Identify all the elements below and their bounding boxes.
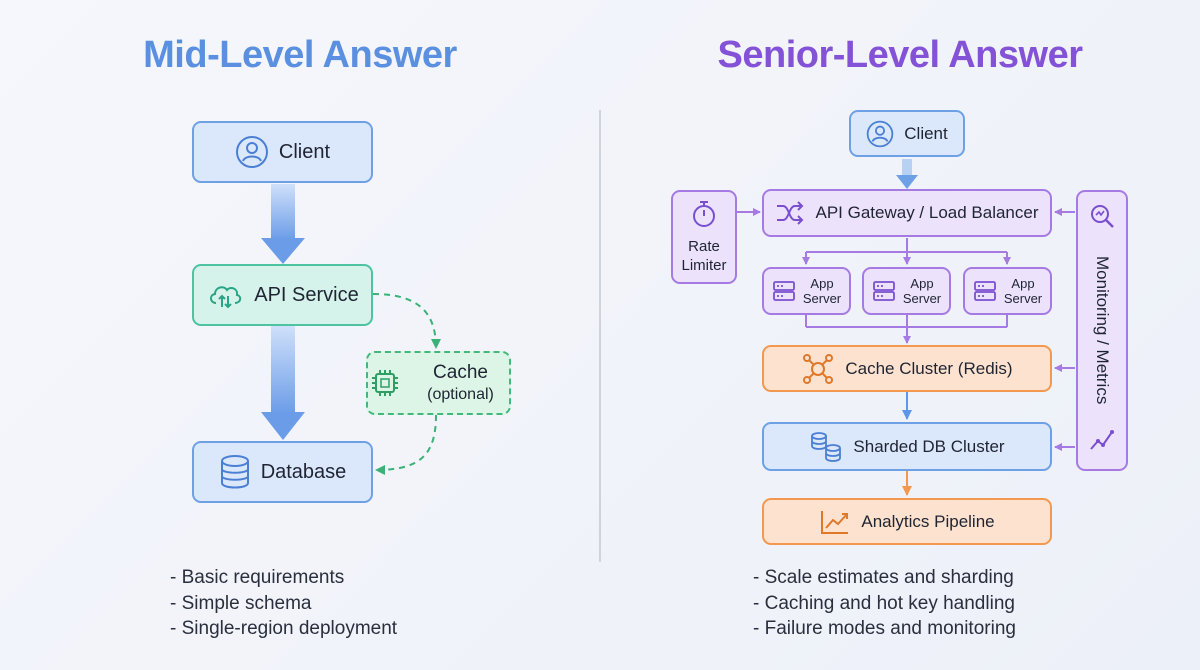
cache-optional-node: Cache (optional)	[366, 351, 511, 415]
database-icon	[219, 454, 251, 490]
rate-limiter-label-1: Rate	[688, 237, 720, 255]
api-service-label: API Service	[254, 283, 359, 306]
arrow-client-to-api	[261, 184, 305, 264]
arrow-client-to-gateway	[896, 159, 918, 189]
mid-client-label: Client	[278, 140, 331, 163]
cache-optional-note: (optional)	[427, 386, 494, 403]
cluster-icon	[801, 352, 835, 386]
app-server-node: App Server	[762, 267, 851, 315]
fanout-gateway-to-app-servers	[802, 238, 1011, 265]
sharded-db-label: Sharded DB Cluster	[853, 436, 1005, 456]
chip-icon	[368, 366, 402, 400]
cache-cluster-label: Cache Cluster (Redis)	[845, 358, 1013, 378]
cache-label: Cache	[433, 362, 488, 383]
column-divider	[599, 110, 601, 562]
api-gateway-node: API Gateway / Load Balancer	[762, 189, 1052, 237]
user-icon	[235, 135, 269, 169]
mid-bullets: - Basic requirements - Simple schema - S…	[170, 565, 397, 642]
list-item: - Scale estimates and sharding	[753, 567, 1014, 588]
list-item: - Single-region deployment	[170, 618, 398, 639]
app-server-node: App Server	[862, 267, 951, 315]
line-chart-icon	[1088, 426, 1116, 459]
analytics-pipeline-node: Analytics Pipeline	[762, 498, 1052, 545]
list-item: - Caching and hot key handling	[753, 592, 1015, 614]
app-server-label-1: App	[810, 276, 834, 291]
cache-cluster-node: Cache Cluster (Redis)	[762, 345, 1052, 392]
sharded-database-icon	[809, 431, 843, 463]
arrow-api-to-database	[261, 326, 305, 440]
mid-level-title: Mid-Level Answer	[143, 34, 457, 76]
server-icon	[872, 279, 896, 303]
stopwatch-icon	[691, 200, 717, 233]
monitoring-metrics-label: Monitoring / Metrics	[1093, 256, 1112, 405]
analytics-pipeline-label: Analytics Pipeline	[861, 511, 995, 531]
magnifier-chart-icon	[1088, 202, 1116, 235]
database-node: Database	[192, 441, 373, 503]
server-icon	[772, 279, 796, 303]
senior-level-title: Senior-Level Answer	[717, 34, 1084, 76]
user-icon	[866, 120, 894, 148]
senior-client-node: Client	[849, 110, 965, 157]
app-server-label-1: App	[1011, 276, 1035, 291]
rate-limiter-label-2: Limiter	[681, 256, 727, 274]
dashed-api-to-cache	[372, 293, 441, 349]
app-server-label-1: App	[910, 276, 934, 291]
fanin-app-servers-to-cache	[805, 314, 1008, 344]
app-server-label-2: Server	[802, 291, 842, 306]
list-item: - Basic requirements	[170, 567, 345, 588]
rate-limiter-node: Rate Limiter	[671, 190, 737, 284]
trend-chart-icon	[819, 508, 851, 536]
database-label: Database	[260, 460, 347, 483]
list-item: - Simple schema	[170, 592, 312, 614]
monitoring-metrics-node: Monitoring / Metrics	[1076, 190, 1128, 471]
app-server-node: App Server	[963, 267, 1052, 315]
list-item: - Failure modes and monitoring	[753, 618, 1016, 639]
senior-client-label: Client	[904, 123, 948, 143]
api-service-node: API Service	[192, 264, 373, 326]
senior-bullets: - Scale estimates and sharding - Caching…	[753, 565, 1016, 642]
sharded-db-node: Sharded DB Cluster	[762, 422, 1052, 471]
dashed-cache-to-database	[375, 414, 437, 475]
api-gateway-label: API Gateway / Load Balancer	[815, 203, 1039, 222]
server-icon	[973, 279, 997, 303]
mid-client-node: Client	[192, 121, 373, 183]
app-server-label-2: Server	[1003, 291, 1043, 306]
shuffle-icon	[775, 201, 805, 225]
app-server-label-2: Server	[902, 291, 942, 306]
cloud-sync-icon	[206, 279, 244, 311]
